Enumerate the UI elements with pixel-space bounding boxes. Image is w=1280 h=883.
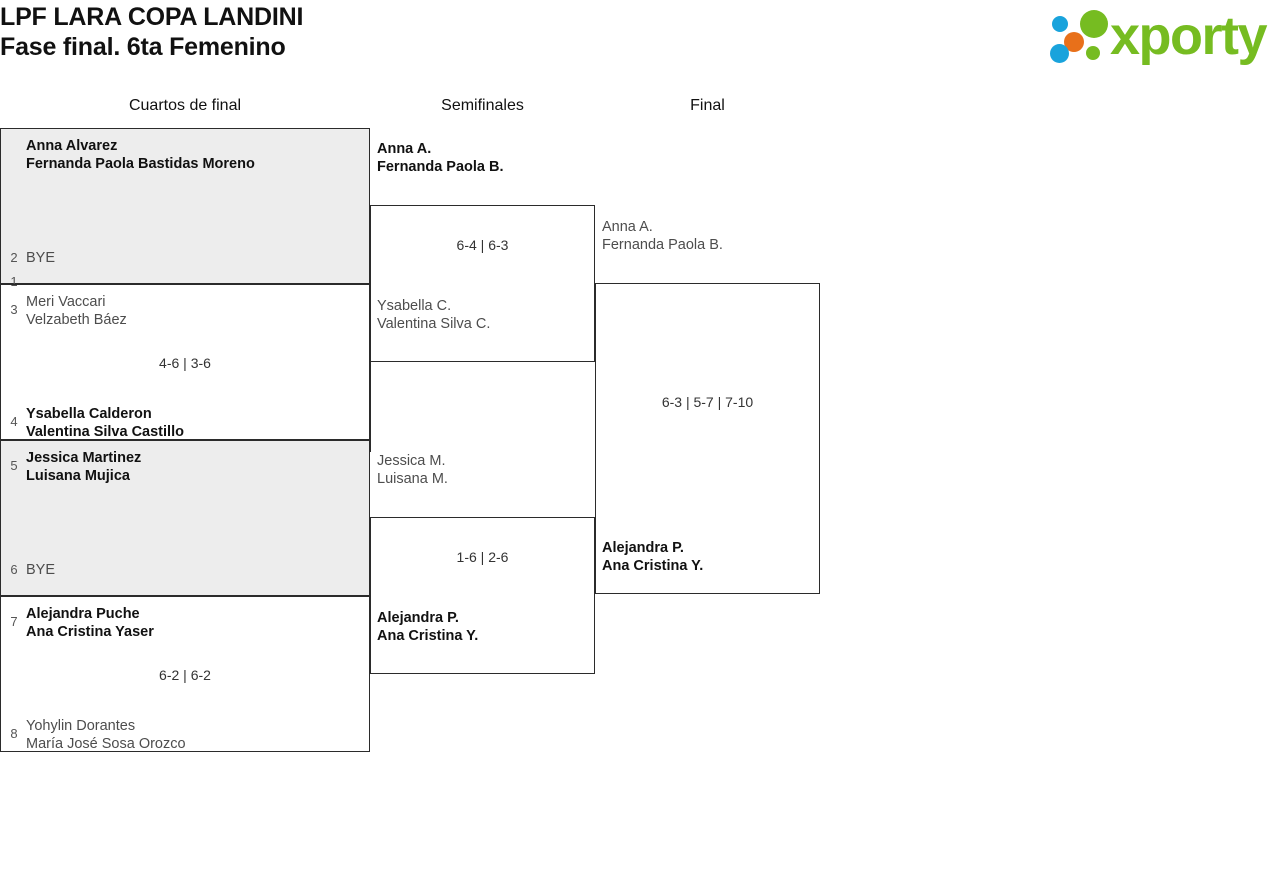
player-name: Ana Cristina Y. xyxy=(377,628,479,644)
round-header-quarterfinals: Cuartos de final xyxy=(128,97,242,114)
match-score: 6-4 | 6-3 xyxy=(456,237,509,253)
tournament-name: LPF LARA COPA LANDINI xyxy=(0,3,304,31)
team-bottom[interactable]: BYE xyxy=(1,561,369,579)
team-bottom[interactable]: BYE xyxy=(1,249,369,267)
team-top[interactable]: Alejandra Puche Ana Cristina Yaser xyxy=(1,605,369,641)
player-name: Fernanda Paola B. xyxy=(377,159,504,175)
round-header-semifinals: Semifinales xyxy=(441,97,524,114)
seed-number: 1 xyxy=(10,274,18,289)
team-top[interactable]: Jessica Martinez Luisana Mujica xyxy=(1,449,369,485)
match-score: 1-6 | 2-6 xyxy=(456,549,509,565)
match-sf-2[interactable]: 1-6 | 2-6 Alejandra P. Ana Cristina Y. xyxy=(370,517,595,674)
match-final[interactable]: 6-3 | 5-7 | 7-10 Alejandra P. Ana Cristi… xyxy=(595,283,820,594)
match-score: 6-3 | 5-7 | 7-10 xyxy=(661,394,754,410)
player-name: Alejandra Puche xyxy=(26,606,140,622)
round-header-final: Final xyxy=(690,97,725,114)
player-name: Anna Alvarez xyxy=(26,138,118,154)
connector-sf1-bottom xyxy=(370,362,371,452)
logo-dot-blue-large xyxy=(1050,44,1069,63)
match-score: 6-2 | 6-2 xyxy=(159,667,211,683)
player-name: Ana Cristina Y. xyxy=(602,558,704,574)
match-qf-3[interactable]: 5 Jessica Martinez Luisana Mujica 6 BYE xyxy=(0,440,370,596)
seed-number: 3 xyxy=(10,302,18,317)
logo-dot-orange xyxy=(1064,32,1084,52)
seed-number: 7 xyxy=(10,614,18,629)
player-name: Ana Cristina Yaser xyxy=(26,624,154,640)
seed-number: 4 xyxy=(10,414,18,429)
player-name: Ysabella C. xyxy=(377,298,452,314)
player-name: Luisana M. xyxy=(377,471,448,487)
match-score: 4-6 | 3-6 xyxy=(159,355,211,371)
player-name: Meri Vaccari xyxy=(26,294,106,310)
team-bottom[interactable]: Yohylin Dorantes María José Sosa Orozco xyxy=(1,717,369,753)
logo-dots-icon xyxy=(1050,8,1116,64)
tournament-phase: Fase final. 6ta Femenino xyxy=(0,33,286,61)
match-sf-1[interactable]: 6-4 | 6-3 Ysabella C. Valentina Silva C. xyxy=(370,205,595,362)
player-name: Fernanda Paola B. xyxy=(602,237,723,253)
seed-number: 5 xyxy=(10,458,18,473)
player-name: Anna A. xyxy=(602,219,653,235)
player-name: BYE xyxy=(26,250,56,266)
team-bottom[interactable]: Ysabella Calderon Valentina Silva Castil… xyxy=(1,405,369,441)
player-name: María José Sosa Orozco xyxy=(26,736,186,752)
seed-number: 2 xyxy=(10,250,18,265)
team-bottom[interactable]: Alejandra P. Ana Cristina Y. xyxy=(371,609,594,645)
page-header: LPF LARA COPA LANDINI Fase final. 6ta Fe… xyxy=(0,0,1280,88)
player-name: Alejandra P. xyxy=(602,540,684,556)
tournament-title-block: LPF LARA COPA LANDINI Fase final. 6ta Fe… xyxy=(0,2,900,62)
team-top[interactable]: Meri Vaccari Velzabeth Báez xyxy=(1,293,369,329)
xporty-logo[interactable]: xporty xyxy=(1050,6,1276,66)
team-top[interactable]: Anna A. Fernanda Paola B. xyxy=(370,140,595,176)
player-name: BYE xyxy=(26,562,56,578)
match-qf-2[interactable]: 3 Meri Vaccari Velzabeth Báez 4-6 | 3-6 … xyxy=(0,284,370,440)
player-name: Valentina Silva Castillo xyxy=(26,424,184,440)
player-name: Jessica M. xyxy=(377,453,446,469)
team-top[interactable]: Anna Alvarez Fernanda Paola Bastidas Mor… xyxy=(1,137,369,173)
player-name: Jessica Martinez xyxy=(26,450,142,466)
team-bottom[interactable]: Alejandra P. Ana Cristina Y. xyxy=(596,539,819,575)
logo-dot-green-large xyxy=(1080,10,1108,38)
team-bottom[interactable]: Ysabella C. Valentina Silva C. xyxy=(371,297,594,333)
match-sf-2-team-top[interactable]: Jessica M. Luisana M. xyxy=(370,452,595,487)
team-top[interactable]: Anna A. Fernanda Paola B. xyxy=(595,218,820,254)
player-name: Alejandra P. xyxy=(377,610,459,626)
player-name: Anna A. xyxy=(377,141,432,157)
player-name: Valentina Silva C. xyxy=(377,316,491,332)
seed-number: 8 xyxy=(10,726,18,741)
player-name: Yohylin Dorantes xyxy=(26,718,136,734)
player-name: Ysabella Calderon xyxy=(26,406,152,422)
player-name: Fernanda Paola Bastidas Moreno xyxy=(26,156,255,172)
logo-dot-blue-small xyxy=(1052,16,1068,32)
team-top[interactable]: Jessica M. Luisana M. xyxy=(370,452,595,488)
match-final-team-top[interactable]: Anna A. Fernanda Paola B. xyxy=(595,218,820,253)
seed-number: 6 xyxy=(10,562,18,577)
player-name: Luisana Mujica xyxy=(26,468,130,484)
logo-dot-green-small xyxy=(1086,46,1100,60)
player-name: Velzabeth Báez xyxy=(26,312,127,328)
match-sf-1-team-top[interactable]: Anna A. Fernanda Paola B. xyxy=(370,140,595,175)
logo-wordmark: xporty xyxy=(1110,6,1268,66)
match-qf-4[interactable]: 7 Alejandra Puche Ana Cristina Yaser 6-2… xyxy=(0,596,370,752)
match-qf-1[interactable]: 1 Anna Alvarez Fernanda Paola Bastidas M… xyxy=(0,128,370,289)
